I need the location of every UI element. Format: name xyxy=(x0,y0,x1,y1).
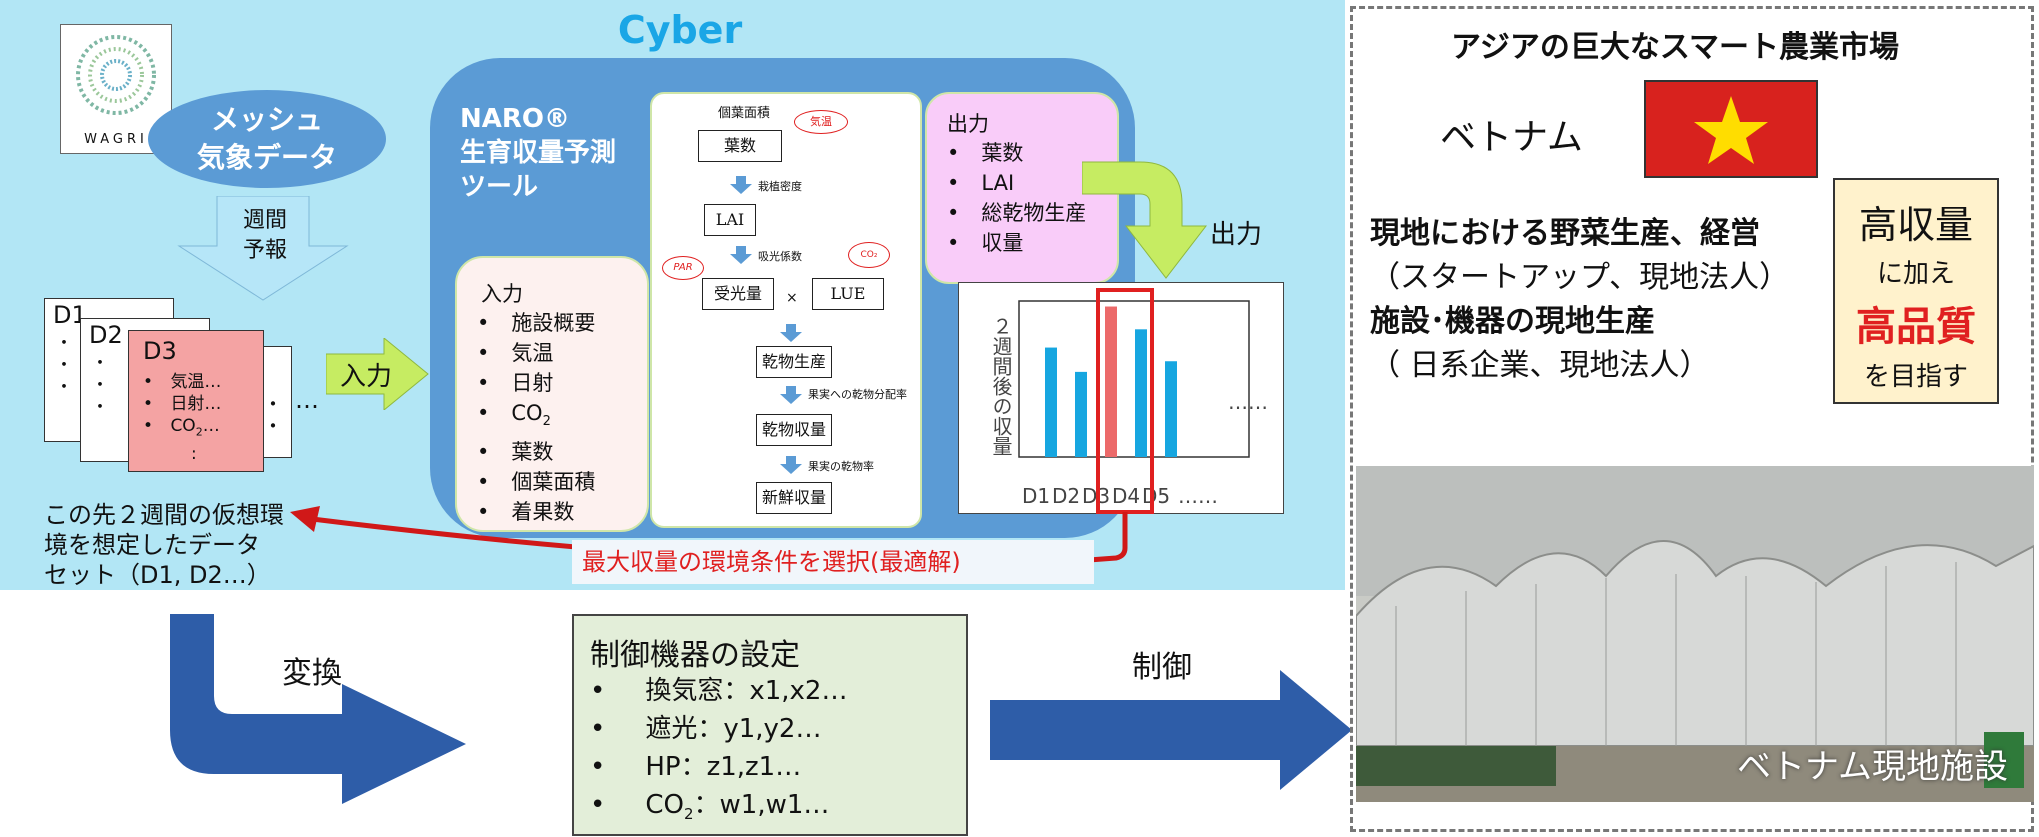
temp-tag: 気温 xyxy=(794,110,848,134)
yield-chart-svg xyxy=(1018,300,1250,458)
yield-chart xyxy=(958,282,1284,514)
convert-arrow xyxy=(170,614,466,804)
wagri-label: WAGRI xyxy=(84,132,148,147)
control-label: 制御 xyxy=(1132,650,1192,685)
goal-box: 高収量 に加え 高品質 を目指す xyxy=(1833,178,1999,404)
lai-node: LAI xyxy=(704,204,756,236)
vietnam-label: ベトナム xyxy=(1440,117,1583,158)
light-node: 受光量 xyxy=(702,278,774,310)
chart-tick-d4: D4 xyxy=(1112,484,1141,508)
co2-tag: CO₂ xyxy=(848,242,890,268)
chart-ylabel: ２週間後の収量 xyxy=(989,316,1013,456)
down-arrow-icon xyxy=(780,456,802,474)
dataset-ellipsis: … xyxy=(295,386,319,414)
chart-tick-d2: D2 xyxy=(1052,484,1081,508)
chart-bar-d1 xyxy=(1045,347,1057,457)
mesh-weather-data: メッシュ 気象データ xyxy=(148,90,386,188)
greenhouse-photo: ベトナム現地施設 xyxy=(1356,466,2034,802)
asia-market-panel xyxy=(1350,6,2034,832)
chart-bar-d2 xyxy=(1075,371,1087,457)
mesh-line2: 気象データ xyxy=(196,141,337,174)
down-arrow-icon xyxy=(780,386,802,404)
vietnam-flag-icon xyxy=(1644,80,1818,178)
output-arrow xyxy=(1082,161,1208,279)
control-items: •換気窓：x1,x2… •遮光：y1,y2… •HP：z1,z1… •CO2：w… xyxy=(590,676,848,824)
chart-bar-d4 xyxy=(1135,329,1147,457)
mesh-line1: メッシュ xyxy=(210,103,323,136)
dm-yield-node: 乾物収量 xyxy=(756,414,832,446)
chart-ellipsis: …… xyxy=(1228,390,1268,414)
growth-model-flow: 個葉面積 気温 葉数 栽植密度 LAI 吸光係数 PAR CO₂ 受光量 × L… xyxy=(650,92,922,528)
down-arrow-icon xyxy=(730,246,752,264)
recommend-label: 最大収量の環境条件を選択(最適解) xyxy=(572,540,1094,584)
star-icon xyxy=(1694,96,1768,164)
asia-title: アジアの巨大なスマート農業市場 xyxy=(1451,30,1899,65)
chart-plot-frame xyxy=(1018,300,1250,458)
leaf-count-node: 葉数 xyxy=(698,130,782,162)
fresh-yield-node: 新鮮収量 xyxy=(756,482,832,514)
lue-node: LUE xyxy=(812,278,884,310)
chart-bar-d3 xyxy=(1105,306,1117,457)
convert-label: 変換 xyxy=(282,656,342,691)
forecast-arrow xyxy=(177,196,349,301)
control-arrow xyxy=(990,670,1352,790)
chart-bar-d5 xyxy=(1165,361,1177,457)
output-list-box: 出力 •葉数 •LAI •総乾物生産 •収量 xyxy=(925,92,1119,284)
naro-title: NARO® 生育収量予測 ツール xyxy=(460,104,617,202)
dm-production-node: 乾物生産 xyxy=(756,346,832,378)
output-items: •葉数 •LAI •総乾物生産 •収量 xyxy=(947,141,1087,255)
dataset-caption: この先２週間の仮想環 境を想定したデータ セット（D1, D2…） xyxy=(44,501,284,589)
par-tag: PAR xyxy=(662,256,704,280)
cyber-title: Cyber xyxy=(617,8,743,52)
output-arrow-label: 出力 xyxy=(1210,220,1263,250)
wagri-emblem-icon xyxy=(76,35,156,115)
down-arrow-icon xyxy=(730,176,752,194)
input-list-box: 入力 •施設概要 •気温 •日射 •CO2 •葉数 •個葉面積 •着果数 xyxy=(455,256,649,532)
input-arrow xyxy=(326,338,429,410)
input-arrow-label: 入力 xyxy=(340,362,393,392)
photo-caption: ベトナム現地施設 xyxy=(1737,747,2008,787)
control-settings-box xyxy=(572,614,968,836)
greenhouse-image xyxy=(1356,466,2034,802)
asia-description: 現地における野菜生産、経営 （スタートアップ、現地法人） 施設･機器の現地生産 … xyxy=(1370,216,1790,383)
dataset-d3: D3 • 気温… • 日射… • CO2… : xyxy=(128,330,264,472)
forecast-label: 週間 予報 xyxy=(242,208,287,263)
input-items: •施設概要 •気温 •日射 •CO2 •葉数 •個葉面積 •着果数 xyxy=(477,311,596,525)
chart-tick-ellipsis: …… xyxy=(1178,484,1218,508)
down-arrow-icon xyxy=(780,324,802,342)
chart-tick-d1: D1 xyxy=(1022,484,1051,508)
control-title: 制御機器の設定 xyxy=(590,638,800,673)
chart-tick-d5: D5 xyxy=(1142,484,1171,508)
